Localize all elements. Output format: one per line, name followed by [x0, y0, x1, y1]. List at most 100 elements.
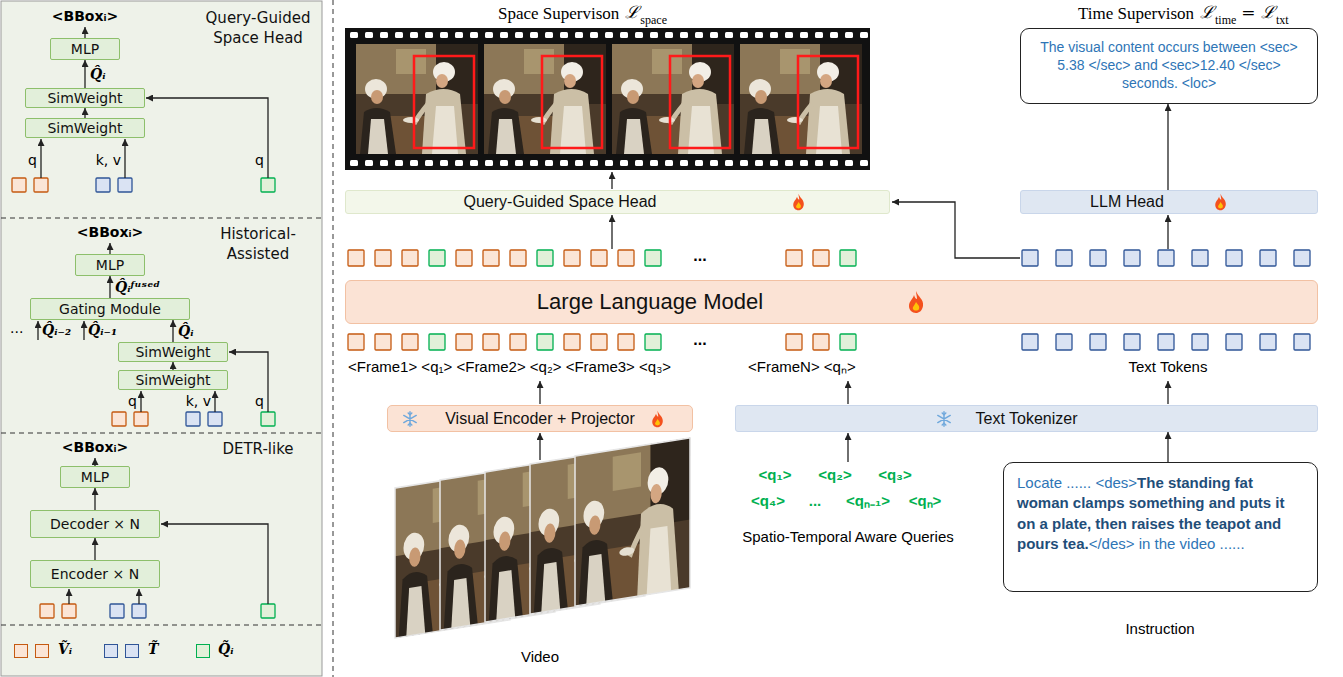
film-sprocket	[410, 32, 418, 38]
token-square	[1022, 334, 1038, 350]
label-text: Spatio-Temporal Aware Queries	[742, 528, 954, 546]
video-frames	[575, 438, 690, 606]
flow-arrow	[1167, 215, 1168, 249]
label-text: <qₙ₋₁>	[846, 492, 890, 510]
process-box: MLP	[60, 466, 130, 488]
video-frames	[575, 438, 690, 606]
token-square	[1294, 250, 1310, 266]
connector-arrow	[1167, 432, 1168, 462]
label-text: ...	[10, 320, 23, 337]
process-box: Gating Module	[30, 298, 190, 320]
token-square	[12, 178, 26, 192]
video-frames	[395, 438, 690, 638]
legend-text: Q̃ᵢ	[218, 641, 234, 658]
edge-label: Q̂ᵢ	[178, 323, 194, 340]
film-strip	[542, 56, 602, 148]
label-text: space	[640, 13, 667, 27]
edge-label: Q̂ᵢᶠᵘˢᵉᵈ	[115, 279, 160, 296]
label-text: <Frame1> <q₁> <Frame2> <q₂> <Frame3> <q₃…	[348, 358, 671, 376]
film-sprocket	[845, 32, 853, 38]
node-label: Visual Encoder + Projector	[445, 409, 635, 428]
film-sprocket	[635, 160, 643, 166]
flow-arrow	[229, 352, 268, 412]
node-label: MLP	[81, 469, 109, 486]
film-sprocket	[530, 160, 538, 166]
label-text: q	[128, 393, 137, 410]
token-square	[456, 250, 472, 266]
film-sprocket	[815, 32, 823, 38]
process-box: MLP	[50, 38, 120, 60]
token-square	[1260, 250, 1276, 266]
flow-arrow	[539, 381, 540, 404]
node-label: Encoder × N	[51, 566, 139, 583]
flow-arrow	[40, 139, 41, 178]
node-label: SimWeight	[135, 372, 210, 389]
film-sprocket	[860, 32, 868, 38]
token-square	[483, 250, 499, 266]
flow-arrow	[109, 243, 110, 254]
edge-label: Q̂ᵢ	[90, 66, 106, 83]
film-sprocket	[770, 32, 778, 38]
node-label: SimWeight	[47, 90, 122, 107]
connector-arrow	[84, 108, 85, 118]
node-label: LLM Head	[1090, 192, 1164, 211]
film-sprocket	[545, 32, 553, 38]
token-square	[1158, 334, 1174, 350]
film-sprocket	[680, 32, 688, 38]
label-text: ...	[693, 246, 706, 265]
token-square	[537, 334, 553, 350]
label-text: <q₃>	[878, 466, 912, 484]
film-sprocket	[605, 32, 613, 38]
film-sprocket	[425, 32, 433, 38]
film-sprocket	[755, 32, 763, 38]
film-sprocket	[845, 160, 853, 166]
film-sprocket	[770, 160, 778, 166]
film-strip	[670, 56, 730, 148]
token-square	[110, 604, 124, 618]
film-sprocket	[395, 160, 403, 166]
fire-icon	[793, 194, 804, 211]
film-sprocket	[500, 160, 508, 166]
token-square	[1192, 250, 1208, 266]
fire-icon	[652, 410, 663, 427]
flow-arrow	[892, 202, 1020, 258]
token-square	[261, 178, 275, 192]
fire-icon	[791, 193, 806, 211]
process-box: Query-Guided Space Head	[345, 190, 890, 214]
film-strip	[414, 56, 474, 148]
token-square	[112, 412, 126, 426]
left-panel	[1, 1, 322, 676]
token-square	[348, 334, 364, 350]
film-sprocket	[830, 160, 838, 166]
process-box: Encoder × N	[30, 560, 160, 588]
snowflake-icon	[404, 411, 416, 425]
film-sprocket	[515, 160, 523, 166]
film-sprocket	[740, 32, 748, 38]
node-label: MLP	[96, 257, 124, 274]
label-text: Q̂ᵢ₋₁	[88, 322, 117, 339]
label-text: Text Tokens	[1129, 358, 1208, 376]
flow-arrow	[847, 381, 848, 404]
film-sprocket	[710, 160, 718, 166]
film-sprocket	[725, 32, 733, 38]
token-square	[645, 334, 661, 350]
label-text: <qₙ>	[909, 492, 942, 510]
film-sprocket	[785, 160, 793, 166]
flow-arrow	[37, 321, 38, 340]
token-square	[134, 412, 148, 426]
label-text: k, v	[96, 152, 121, 169]
label-text: Q̂ᵢ₋₂	[42, 322, 71, 339]
film-sprocket	[380, 160, 388, 166]
node-label: SimWeight	[47, 120, 122, 137]
film-sprocket	[740, 160, 748, 166]
film-strip	[345, 28, 870, 170]
snowflake-icon	[402, 411, 418, 427]
token-square	[348, 250, 364, 266]
token-square	[261, 412, 275, 426]
token-square	[261, 604, 275, 618]
token-square	[34, 178, 48, 192]
film-sprocket	[605, 160, 613, 166]
film-sprocket	[470, 160, 478, 166]
token-square	[510, 334, 526, 350]
film-sprocket	[680, 160, 688, 166]
